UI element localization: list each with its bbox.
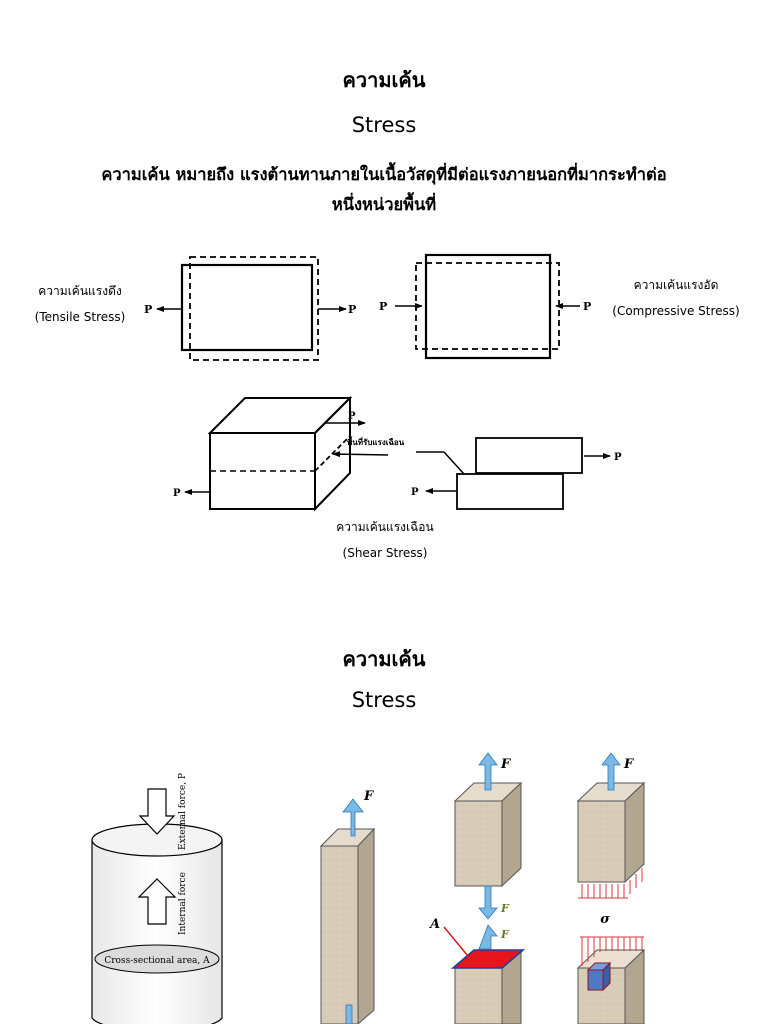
shear-cube-diagram: P P พื้นที่รับแรงเฉือน (173, 395, 405, 512)
definition-line-2: หนึ่งหน่วยพื้นที่ (331, 195, 437, 214)
shear-area-leader (332, 451, 389, 458)
compressive-diagram: P P (379, 253, 591, 360)
sigma-label: σ (600, 912, 610, 927)
slide1-title-english: Stress (351, 113, 417, 137)
slide1-title-thai: ความเค้น (342, 68, 426, 92)
bar-side (357, 827, 375, 1024)
tensile-deformed-outline (189, 256, 319, 361)
shear-lower-block (456, 473, 564, 510)
stress-arrows-upper (578, 868, 643, 899)
upper-top-force-label: F (500, 757, 511, 772)
compressive-deformed-outline (415, 262, 560, 350)
tensile-diagram: P P (144, 256, 356, 361)
internal-force-arrow (137, 878, 177, 925)
bar-front (320, 845, 359, 1024)
bar-top-force-arrow (342, 798, 364, 837)
stress-distribution-diagram: F σ (576, 752, 646, 1024)
stress-arrows-lower (580, 936, 644, 966)
tensile-force-right: P (348, 303, 356, 316)
stress-force-label: F (623, 757, 634, 772)
tensile-original-body (180, 263, 314, 352)
compressive-force-right: P (583, 300, 591, 313)
lower-piece-front (454, 967, 503, 1024)
tensile-label-english: (Tensile Stress) (34, 310, 126, 324)
stress-upper-front (577, 800, 626, 883)
stress-types-diagram: P P P P P P พื้นที่รับแรงเฉือน P P (144, 253, 622, 512)
external-force-label: External force, P (178, 773, 188, 850)
upper-piece-side (501, 781, 522, 888)
compressive-force-left: P (379, 300, 387, 313)
stress-illustrations: Cross-sectional area, A External force, … (91, 752, 646, 1024)
shear-blocks-diagram: P P (411, 437, 622, 510)
axial-bar-diagram: F (319, 789, 376, 1024)
area-A-leader (443, 926, 469, 957)
shear-upper-force: P (614, 452, 622, 463)
compressive-label-thai: ความเค้นแรงอัด (633, 278, 719, 292)
lower-force-label: F (500, 928, 510, 941)
compressive-label: ความเค้นแรงอัด (Compressive Stress) (596, 272, 756, 324)
sectioned-bar-diagram: F F F A (428, 752, 526, 1024)
section-area-A (450, 949, 526, 969)
tensile-force-left: P (144, 303, 152, 316)
tensile-label: ความเค้นแรงดึง (Tensile Stress) (20, 278, 140, 330)
tensile-label-thai: ความเค้นแรงดึง (38, 284, 122, 298)
external-force-arrow (138, 788, 176, 835)
shear-cube-side (314, 395, 351, 512)
cylinder-diagram: Cross-sectional area, A External force, … (91, 773, 223, 1024)
definition-text: ความเค้น หมายถึง แรงต้านทานภายในเนื้อวัส… (40, 160, 728, 220)
lower-force-arrow (478, 924, 498, 950)
upper-top-force-arrow (478, 752, 498, 791)
cross-section-label: Cross-sectional area, A (104, 956, 210, 966)
compressive-original-body (424, 253, 552, 360)
upper-bottom-force-label: F (500, 902, 510, 915)
stress-top-force-arrow (601, 752, 621, 791)
upper-piece-front (454, 800, 503, 887)
cylinder-body (91, 839, 223, 1024)
shear-cube-top (207, 397, 353, 434)
shear-cube-force-top: P (348, 411, 356, 422)
slide2-title-english: Stress (351, 688, 417, 712)
upper-bottom-force-arrow (478, 885, 498, 920)
shear-label-english: (Shear Stress) (342, 546, 428, 560)
bar-force-label: F (363, 789, 374, 804)
shear-area-label: พื้นที่รับแรงเฉือน (347, 436, 405, 447)
shear-blocks-leader-diagonal (443, 451, 465, 475)
shear-cube-force-bottom: P (173, 488, 181, 499)
compressive-label-english: (Compressive Stress) (612, 304, 740, 318)
cross-section-ellipse (94, 944, 220, 974)
internal-force-label: Internal force (178, 872, 188, 935)
area-A-label: A (428, 917, 440, 932)
slide2-title-thai: ความเค้น (342, 647, 426, 671)
bar-bottom-force-arrow (345, 1004, 353, 1024)
shear-upper-block (475, 437, 583, 474)
stress-element-cube-front (587, 969, 604, 991)
stress-element-cube-side (602, 961, 611, 992)
definition-line-1: ความเค้น หมายถึง แรงต้านทานภายในเนื้อวัส… (101, 165, 667, 184)
shear-label: ความเค้นแรงเฉือน (Shear Stress) (310, 514, 460, 566)
stress-upper-side (624, 781, 645, 884)
shear-lower-force: P (411, 487, 419, 498)
shear-label-thai: ความเค้นแรงเฉือน (336, 520, 434, 534)
